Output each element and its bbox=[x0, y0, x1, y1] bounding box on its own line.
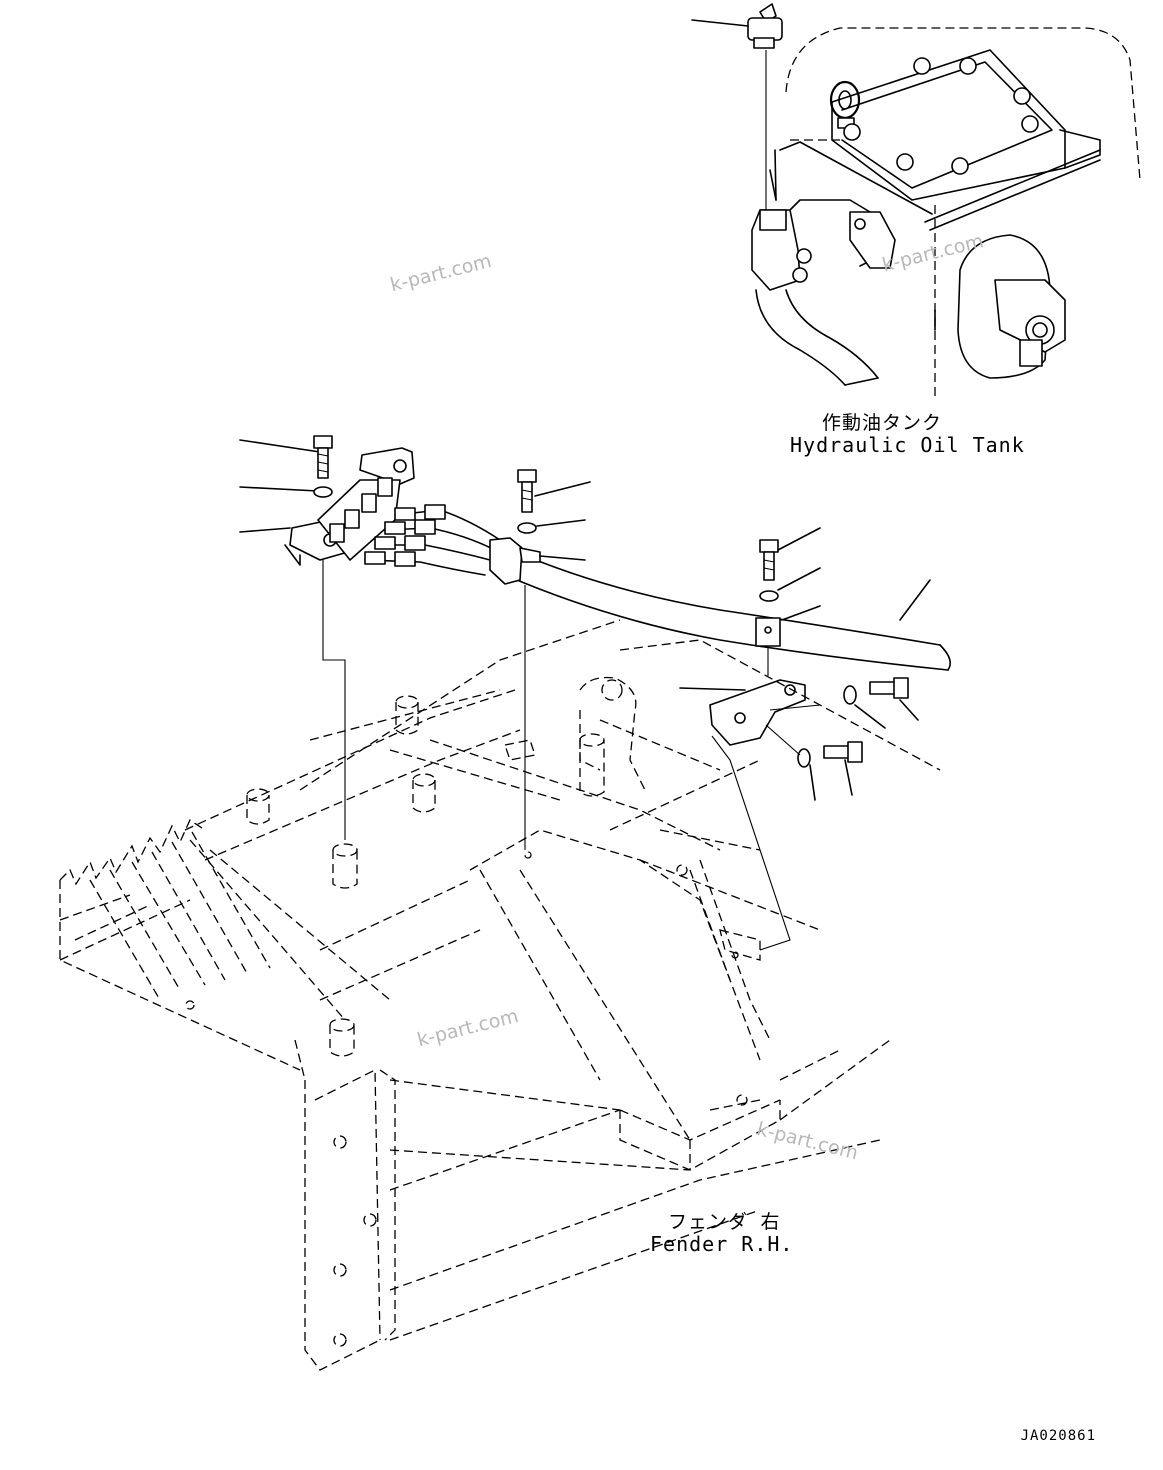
pressure-sender bbox=[691, 3, 783, 210]
fender-rh bbox=[59, 619, 941, 1371]
clamp-bolt bbox=[517, 469, 591, 561]
drawing-code: JA020861 bbox=[1021, 1428, 1096, 1444]
hose-clip-bracket bbox=[679, 527, 931, 951]
hydraulic-oil-tank bbox=[691, 3, 1141, 400]
junction-block bbox=[239, 435, 415, 840]
tank-label-jp: 作動油タンク bbox=[822, 412, 943, 434]
cover-bolts bbox=[843, 57, 1039, 175]
fender-label-en: Fender R.H. bbox=[650, 1232, 794, 1256]
hose-bundle bbox=[364, 504, 951, 850]
tank-label-en: Hydraulic Oil Tank bbox=[790, 433, 1025, 457]
spacers bbox=[246, 695, 605, 1057]
fender-label-jp: フェンダ 右 bbox=[668, 1211, 781, 1233]
